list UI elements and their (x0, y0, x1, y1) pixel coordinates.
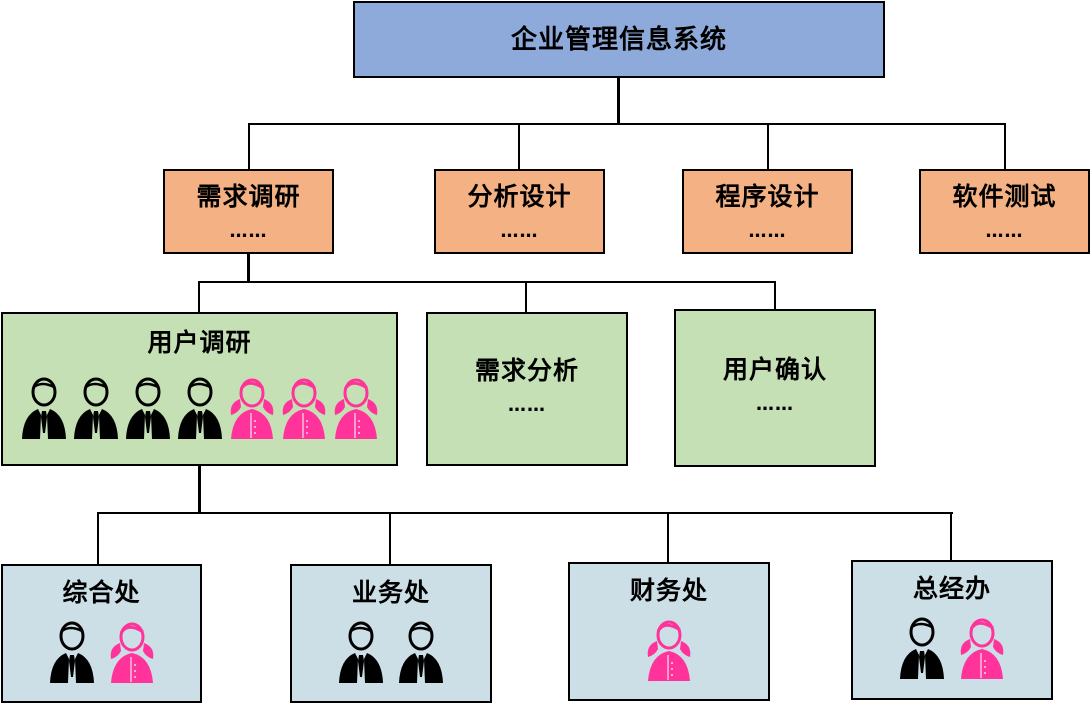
connector (950, 512, 952, 561)
subtask-node-user-research: 用户调研 (1, 312, 398, 466)
department-label: 总经办 (912, 574, 991, 603)
phase-node-software-testing: 软件测试 …… (919, 169, 1090, 254)
connector (518, 123, 520, 170)
female-person-icon (958, 615, 1006, 681)
connector (198, 281, 200, 313)
subtask-detail: …… (756, 394, 794, 415)
connector (1004, 123, 1006, 170)
phase-label: 分析设计 (467, 182, 572, 211)
people-group (20, 375, 380, 441)
male-person-icon (337, 619, 385, 685)
phase-detail: …… (229, 221, 268, 242)
department-label: 财务处 (629, 576, 708, 605)
connector (97, 512, 953, 514)
male-person-icon (72, 375, 120, 441)
phase-node-program-design: 程序设计 …… (682, 169, 853, 254)
subtask-label: 需求分析 (474, 356, 579, 385)
subtask-label: 用户确认 (722, 355, 827, 384)
male-person-icon (397, 619, 445, 685)
male-person-icon (176, 375, 224, 441)
connector (525, 281, 527, 313)
female-person-icon (228, 375, 276, 441)
male-person-icon (20, 375, 68, 441)
phase-label: 程序设计 (715, 182, 820, 211)
male-person-icon (124, 375, 172, 441)
connector (248, 123, 1005, 125)
connector (767, 123, 769, 170)
connector (617, 77, 620, 124)
phase-detail: …… (500, 221, 539, 242)
phase-detail: …… (985, 221, 1024, 242)
male-person-icon (48, 619, 96, 685)
department-node-business-office: 业务处 (290, 564, 492, 703)
connector (198, 465, 201, 514)
people-group (48, 619, 156, 685)
connector (389, 512, 391, 565)
department-label: 业务处 (351, 578, 430, 607)
connector (198, 281, 776, 283)
department-node-general-office: 综合处 (1, 564, 202, 703)
subtask-node-requirements-analysis: 需求分析 …… (426, 312, 628, 466)
subtask-label: 用户调研 (147, 328, 252, 357)
subtask-node-user-confirmation: 用户确认 …… (674, 309, 876, 467)
male-person-icon (898, 615, 946, 681)
phase-label: 需求调研 (196, 182, 301, 211)
people-group (898, 615, 1006, 681)
department-node-general-manager-office: 总经办 (851, 560, 1053, 700)
connector (774, 281, 776, 310)
connector (248, 123, 250, 170)
female-person-icon (645, 617, 693, 683)
connector (247, 253, 250, 283)
female-person-icon (332, 375, 380, 441)
subtask-detail: …… (508, 395, 546, 416)
phase-detail: …… (748, 221, 787, 242)
root-label: 企业管理信息系统 (510, 24, 727, 55)
people-group (337, 619, 445, 685)
phase-label: 软件测试 (952, 182, 1057, 211)
connector (97, 512, 99, 565)
phase-node-analysis-design: 分析设计 …… (434, 169, 605, 254)
connector (667, 512, 669, 563)
female-person-icon (108, 619, 156, 685)
root-node: 企业管理信息系统 (353, 1, 885, 78)
phase-node-requirements-research: 需求调研 …… (163, 169, 334, 254)
people-group (645, 617, 693, 683)
department-label: 综合处 (62, 578, 141, 607)
female-person-icon (280, 375, 328, 441)
department-node-finance-office: 财务处 (568, 562, 770, 701)
